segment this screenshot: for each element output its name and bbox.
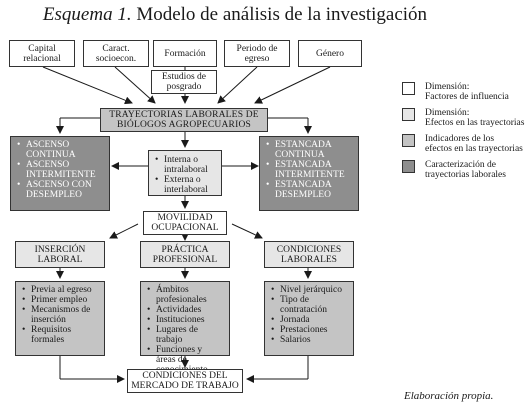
dimension-condiciones-laborales: CONDICIONES LABORALES xyxy=(264,241,354,268)
practica-indicadores: Ámbitos profesionales Actividades Instit… xyxy=(140,281,230,375)
ascenso-box: ASCENSO CONTINUA ASCENSO INTERMITENTE AS… xyxy=(10,136,110,211)
movilidad-tipo-box: Interna o intralaboral Externa o interla… xyxy=(148,150,222,196)
dimension-practica-profesional: PRÁCTICA PROFESIONAL xyxy=(140,241,230,268)
estancada-desempleo: ESTANCADA DESEMPLEO xyxy=(266,180,352,200)
title-lead: Esquema 1. xyxy=(42,4,132,25)
legend-swatch xyxy=(402,160,415,173)
estancada-continua: ESTANCADA CONTINUA xyxy=(266,140,352,160)
legend-swatch xyxy=(402,82,415,95)
condiciones-mercado-trabajo: CONDICIONES DEL MERCADO DE TRABAJO xyxy=(127,369,243,393)
insercion-indicadores: Previa al egreso Primer empleo Mecanismo… xyxy=(15,281,105,356)
factor-capital-relacional: Capital relacional xyxy=(9,40,75,67)
legend-swatch xyxy=(402,134,415,147)
diagram-title: Esquema 1. Modelo de análisis de la inve… xyxy=(0,4,470,26)
movilidad-interna: Interna o intralaboral xyxy=(155,155,215,175)
ascenso-intermitente: ASCENSO INTERMITENTE xyxy=(17,160,103,180)
movilidad-externa: Externa o interlaboral xyxy=(155,175,215,195)
trayectorias-laborales: TRAYECTORIAS LABORALES DE BIÓLOGOS AGROP… xyxy=(100,108,268,132)
ascenso-desempleo: ASCENSO CON DESEMPLEO xyxy=(17,180,103,200)
legend-swatch xyxy=(402,108,415,121)
ascenso-continua: ASCENSO CONTINUA xyxy=(17,140,103,160)
factor-periodo-egreso: Periodo de egreso xyxy=(224,40,290,67)
legend-efectos-trayectorias: Dimensión:Efectos en las trayectorias xyxy=(402,108,530,128)
factor-formacion: Formación xyxy=(153,40,217,67)
estudios-posgrado: Estudios de posgrado xyxy=(151,70,217,94)
movilidad-ocupacional: MOVILIDAD OCUPACIONAL xyxy=(143,211,227,235)
estancada-box: ESTANCADA CONTINUA ESTANCADA INTERMITENT… xyxy=(259,136,359,211)
credit-note: Elaboración propia. xyxy=(404,390,494,402)
factor-genero: Género xyxy=(298,40,362,67)
estancada-intermitente: ESTANCADA INTERMITENTE xyxy=(266,160,352,180)
dimension-insercion-laboral: INSERCIÓN LABORAL xyxy=(15,241,105,268)
title-text: Modelo de análisis de la investigación xyxy=(136,4,428,25)
condiciones-indicadores: Nivel jerárquico Tipo de contratación Jo… xyxy=(264,281,354,356)
factor-caract-socioecon: Caract. socioecon. xyxy=(83,40,149,67)
legend-factores-influencia: Dimensión:Factores de influencia xyxy=(402,82,530,102)
